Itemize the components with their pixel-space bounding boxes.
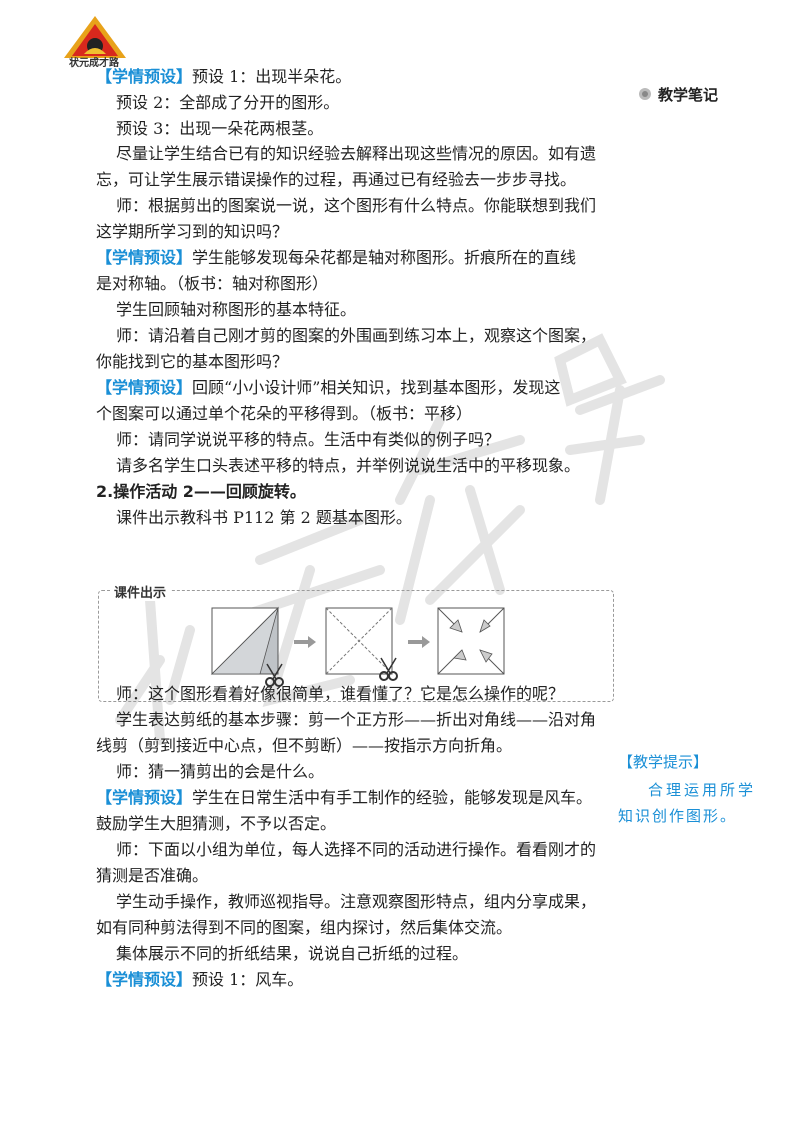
line-text: 师：猜一猜剪出的会是什么。 [116,762,325,781]
line-text: 师：请同学说说平移的特点。生活中有类似的例子吗？ [116,430,501,449]
text-line: 【学情预设】预设 1：风车。 [96,969,303,991]
text-line: 如有同种剪法得到不同的图案，组内探讨，然后集体交流。 [96,917,512,939]
scissors-icon-2 [379,657,398,681]
figure-label: 课件出示 [110,582,171,601]
text-line: 忘，可让学生展示错误操作的过程，再通过已有经验去一步步寻找。 [96,169,576,191]
line-text: 请多名学生口头表述平移的特点，并举例说说生活中的平移现象。 [116,456,581,475]
text-line: 鼓励学生大胆猜测，不予以否定。 [96,813,336,835]
line-text: 回顾“小小设计师”相关知识，找到基本图形，发现这 [192,378,561,397]
line-text: 预设 1：出现半朵花。 [192,67,352,86]
text-line: 预设 3：出现一朵花两根茎。 [116,118,323,140]
text-line: 师：请沿着自己刚才剪的图案的外围画到练习本上，观察这个图案， [116,325,596,347]
text-line: 【学情预设】学生能够发现每朵花都是轴对称图形。折痕所在的直线 [96,247,576,269]
line-text: 预设 2：全部成了分开的图形。 [116,93,340,112]
notes-title: 教学笔记 [658,86,719,104]
line-text: 这学期所学习到的知识吗？ [96,222,289,241]
line-text: 是对称轴。（板书：轴对称图形） [96,274,329,293]
line-text: 如有同种剪法得到不同的图案，组内探讨，然后集体交流。 [96,918,513,937]
text-line: 学生回顾轴对称图形的基本特征。 [116,299,356,321]
tip-title: 【教学提示】 [618,753,709,771]
line-text: 学生表达剪纸的基本步骤：剪一个正方形——折出对角线——沿对角 [116,710,597,729]
logo-text: 状元成才路 [69,58,119,69]
line-text: 个图案可以通过单个花朵的平移得到。（板书：平移） [96,404,473,423]
paper-cut-steps-figure [210,606,505,687]
text-line: 师：请同学说说平移的特点。生活中有类似的例子吗？ [116,429,500,451]
student-preset-tag: 【学情预设】 [96,67,193,86]
line-text: 学生动手操作，教师巡视指导。注意观察图形特点，组内分享成果， [116,892,597,911]
text-line: 师：下面以小组为单位，每人选择不同的活动进行操作。看看刚才的 [116,839,596,861]
line-text: 学生在日常生活中有手工制作的经验，能够发现是风车。 [192,788,593,807]
text-line: 猜测是否准确。 [96,865,208,887]
line-text: 猜测是否准确。 [96,866,209,885]
student-preset-tag: 【学情预设】 [96,970,193,989]
text-line: 师：根据剪出的图案说一说，这个图形有什么特点。你能联想到我们 [116,195,596,217]
scissors-icon-1 [265,663,284,687]
line-text: 忘，可让学生展示错误操作的过程，再通过已有经验去一步步寻找。 [96,170,577,189]
line-text: 学生回顾轴对称图形的基本特征。 [116,300,357,319]
line-text: 课件出示教科书 P112 第 2 题基本图形。 [116,508,412,527]
text-line: 是对称轴。（板书：轴对称图形） [96,273,328,295]
text-line: 师：猜一猜剪出的会是什么。 [116,761,324,783]
line-text: 预设 1：风车。 [192,970,304,989]
line-text: 师：下面以小组为单位，每人选择不同的活动进行操作。看看刚才的 [116,840,597,859]
text-line: 这学期所学习到的知识吗？ [96,221,288,243]
text-line: 【学情预设】学生在日常生活中有手工制作的经验，能够发现是风车。 [96,787,592,809]
tip-line-2: 知识创作图形。 [618,807,738,825]
text-line: 尽量让学生结合已有的知识经验去解释出现这些情况的原因。如有遗 [116,143,596,165]
text-line: 【学情预设】预设 1：出现半朵花。 [96,66,351,88]
line-text: 师：请沿着自己刚才剪的图案的外围画到练习本上，观察这个图案， [116,326,597,345]
line-text: 师：根据剪出的图案说一说，这个图形有什么特点。你能联想到我们 [116,196,597,215]
line-text: 你能找到它的基本图形吗？ [96,352,289,371]
student-preset-tag: 【学情预设】 [96,788,193,807]
notes-bullet-icon [639,88,651,100]
courseware-figure [98,590,614,702]
line-text: 集体展示不同的折纸结果，说说自己折纸的过程。 [116,944,469,963]
text-line: 你能找到它的基本图形吗？ [96,351,288,373]
text-line: 个图案可以通过单个花朵的平移得到。（板书：平移） [96,403,472,425]
text-line: 学生动手操作，教师巡视指导。注意观察图形特点，组内分享成果， [116,891,596,913]
text-line: 线剪（剪到接近中心点，但不剪断）——按指示方向折角。 [96,735,512,757]
tip-line-1: 合理运用所学 [648,781,757,799]
publisher-logo [64,16,126,58]
line-text: 线剪（剪到接近中心点，但不剪断）——按指示方向折角。 [96,736,513,755]
line-text: 鼓励学生大胆猜测，不予以否定。 [96,814,337,833]
line-text: 学生能够发现每朵花都是轴对称图形。折痕所在的直线 [192,248,577,267]
text-line: 学生表达剪纸的基本步骤：剪一个正方形——折出对角线——沿对角 [116,709,596,731]
text-line: 请多名学生口头表述平移的特点，并举例说说生活中的平移现象。 [116,455,580,477]
text-line: 预设 2：全部成了分开的图形。 [116,92,339,114]
line-text: 尽量让学生结合已有的知识经验去解释出现这些情况的原因。如有遗 [116,144,597,163]
line-text: 预设 3：出现一朵花两根茎。 [116,119,324,138]
text-line: 课件出示教科书 P112 第 2 题基本图形。 [116,507,412,529]
student-preset-tag: 【学情预设】 [96,378,193,397]
text-line: 2.操作活动 2——回顾旋转。 [96,481,306,503]
line-text: 2.操作活动 2——回顾旋转。 [96,482,306,501]
line-text: 师：这个图形看着好像很简单，谁看懂了？它是怎么操作的呢？ [116,684,565,703]
text-line: 集体展示不同的折纸结果，说说自己折纸的过程。 [116,943,468,965]
text-line: 【学情预设】回顾“小小设计师”相关知识，找到基本图形，发现这 [96,377,560,399]
student-preset-tag: 【学情预设】 [96,248,193,267]
text-line: 师：这个图形看着好像很简单，谁看懂了？它是怎么操作的呢？ [116,683,564,705]
